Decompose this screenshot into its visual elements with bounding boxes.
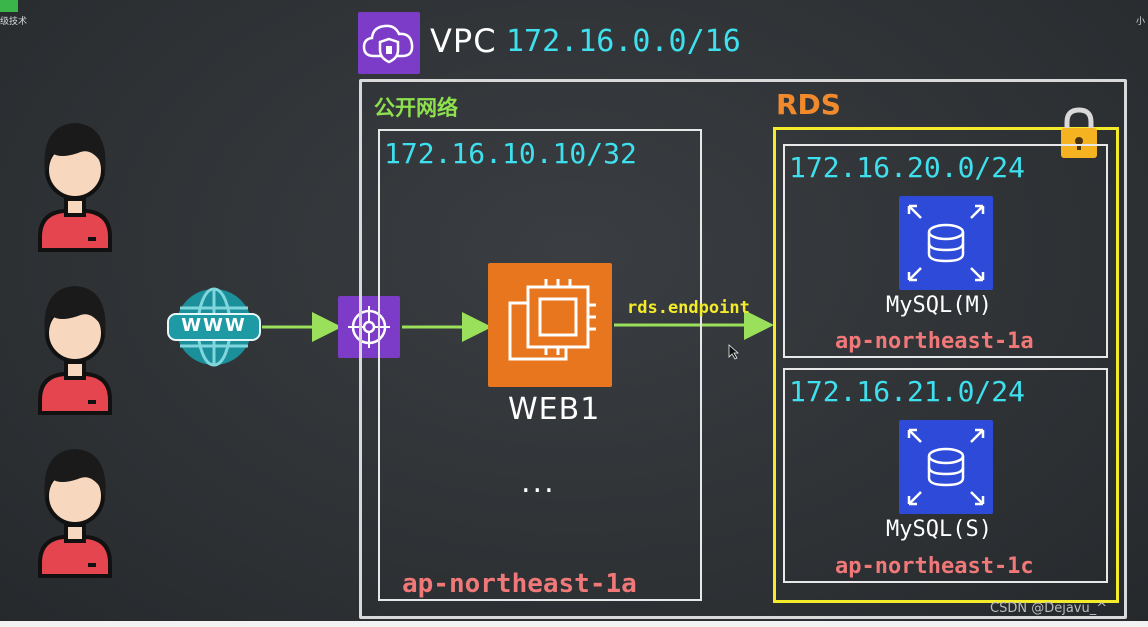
vpc-title: VPC [430,22,497,60]
user-icon [38,449,112,578]
bottom-edge-bar [0,621,1148,627]
rds-database-icon [907,428,985,506]
rds-instance-slave [899,420,993,514]
user-icon [38,123,112,252]
mouse-cursor-icon [728,344,740,360]
public-subnet-az: ap-northeast-1a [402,569,637,599]
rds-instance-master [899,196,993,290]
corner-right-text: 小 [1136,17,1146,27]
web1-instance [488,263,612,387]
rds-endpoint-label: rds.endpoint [627,298,750,318]
rds-label: RDS [776,88,841,121]
user-icon [38,286,112,415]
rds-subnet-2-cidr: 172.16.21.0/24 [789,375,1026,408]
internet-gateway [338,296,400,358]
rds-subnet-1-box [783,144,1108,358]
rds-subnet-2-box [783,368,1108,583]
rds-boundary [773,127,1119,603]
corner-left-text: 级技术 [0,17,28,27]
vpc-cloud-shield-icon [362,24,414,64]
internet-www: WWW [166,286,262,368]
public-subnet-cidr: 172.16.10.10/32 [384,137,637,170]
more-instances-ellipsis: ... [521,465,556,500]
mysql-slave-az: ap-northeast-1c [835,554,1034,579]
users-column [20,115,130,585]
mysql-master-az: ap-northeast-1a [835,329,1034,354]
mysql-master-label: MySQL(M) [886,293,992,318]
lock-icon [1061,107,1097,158]
web1-label: WEB1 [508,392,601,427]
public-subnet-box [378,129,702,601]
watermark: CSDN @Dejavu_^ [990,601,1108,616]
public-network-label: 公开网络 [374,96,458,120]
ec2-chip-icon [508,279,596,361]
vpc-boundary [359,79,1127,619]
www-label: WWW [181,315,247,336]
rds-database-icon [907,204,985,282]
vpc-icon-tile [358,12,420,74]
corner-green-mark [0,0,18,12]
rds-subnet-1-cidr: 172.16.20.0/24 [789,151,1026,184]
globe-www-icon [167,287,261,367]
vpc-cidr: 172.16.0.0/16 [506,24,741,59]
mysql-slave-label: MySQL(S) [886,517,992,542]
